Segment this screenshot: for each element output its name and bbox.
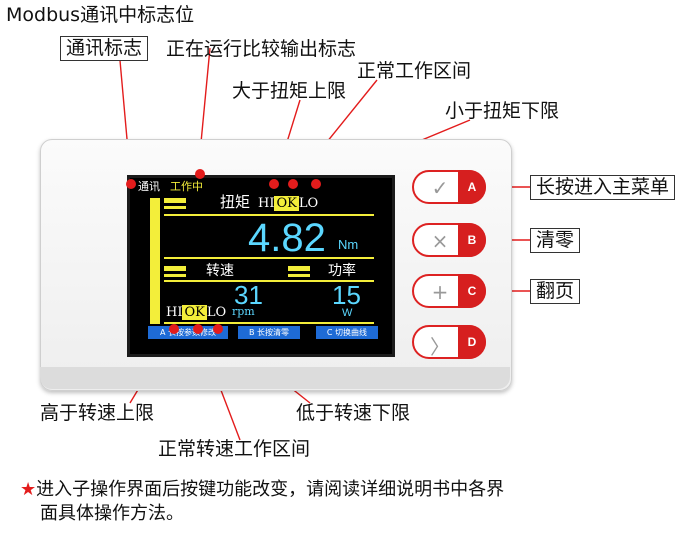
speed-lo-dot [213,324,223,334]
button-b-letter: B [458,223,486,257]
normal-range-label: 正常工作区间 [357,60,472,82]
softkey-a: A 长按参数修改 [148,326,228,339]
power-title: 功率 [328,262,356,278]
speed-divider [164,280,374,282]
device-base [40,367,510,389]
modbus-flag-label: Modbus通讯中标志位 [6,4,195,26]
torque-bottom-line [164,257,374,259]
torque-below-label: 小于扭矩下限 [445,100,560,122]
long-press-menu-label: 长按进入主菜单 [530,175,676,200]
torque-hi: HI [258,196,275,211]
torque-lo-dot [311,179,321,189]
speed-title: 转速 [206,262,234,278]
footnote: ★进入子操作界面后按键功能改变，请阅读详细说明书中各界 面具体操作方法。 [20,478,504,527]
torque-value: 4.82 [248,216,326,260]
yellow-marker [164,274,186,277]
speed-ok-dot [193,324,203,334]
speed-hi-dot [169,324,179,334]
torque-level-bar [150,198,160,324]
torque-above-label: 大于扭矩上限 [232,80,347,102]
button-a-letter: A [458,170,486,204]
speed-lo: LO [206,305,227,320]
star-icon: ★ [20,479,37,500]
power-value: 15 [332,280,361,310]
torque-ok: OK [274,196,299,211]
softkey-b: B 长按清零 [238,326,300,339]
plus-icon: + [431,280,449,304]
button-c[interactable]: + C [412,274,486,308]
speed-below-label: 低于转速下限 [296,402,411,424]
softkey-c: C 切换曲线 [316,326,378,339]
torque-divider [164,214,374,216]
check-icon: ✓ [431,176,449,200]
speed-above-label: 高于转速上限 [40,402,155,424]
footnote-line1: 进入子操作界面后按键功能改变，请阅读详细说明书中各界 [36,479,505,500]
power-unit: W [342,307,353,319]
footnote-line2: 面具体操作方法。 [40,503,184,525]
yellow-marker [164,198,186,203]
chevron-right-icon: 〉 [430,335,450,359]
button-d-letter: D [458,325,486,359]
speed-value: 31 [234,280,263,310]
comm-dot [126,179,136,189]
speed-ok: OK [182,305,207,320]
working-indicator: 工作中 [170,181,203,193]
torque-lo: LO [298,196,319,211]
button-a[interactable]: ✓ A [412,170,486,204]
page-turn-label: 翻页 [530,279,581,304]
speed-normal-label: 正常转速工作区间 [158,438,311,460]
torque-title: 扭矩 [220,194,251,211]
comm-indicator: 通讯 [138,181,160,193]
running-flag-label: 正在运行比较输出标志 [166,38,357,60]
torque-hi-dot [269,179,279,189]
button-c-letter: C [458,274,486,308]
button-d[interactable]: 〉 D [412,325,486,359]
running-dot [195,169,205,179]
comm-flag-label: 通讯标志 [60,36,149,61]
speed-unit: rpm [232,305,255,318]
yellow-marker [164,206,186,209]
speed-bottom-line [164,322,374,324]
yellow-marker [288,274,310,277]
yellow-marker [288,266,310,271]
button-b[interactable]: × B [412,223,486,257]
torque-unit: Nm [338,237,359,252]
clear-label: 清零 [530,228,581,253]
yellow-marker [164,266,186,271]
torque-ok-dot [288,179,298,189]
cross-icon: × [431,229,449,253]
speed-hi: HI [166,305,183,320]
